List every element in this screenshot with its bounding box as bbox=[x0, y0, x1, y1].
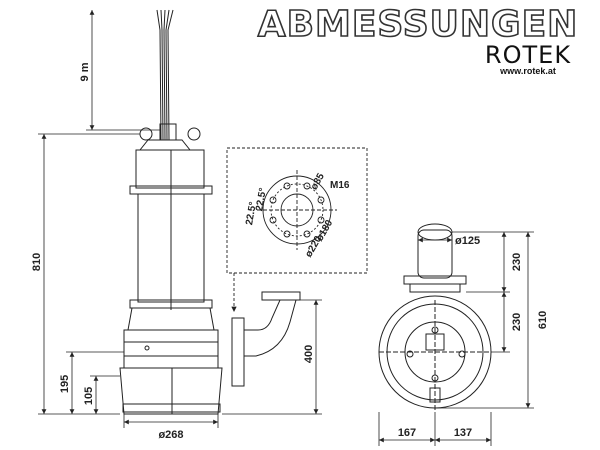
dim-cable-length: 9 m bbox=[79, 62, 91, 81]
flange-detail bbox=[226, 147, 368, 312]
dim-height-400: 400 bbox=[303, 345, 315, 363]
pump-front-view bbox=[378, 223, 492, 412]
flange-hole-diameter: ø85 bbox=[309, 171, 327, 192]
dim-height-105: 105 bbox=[83, 387, 95, 405]
dim-height-195: 195 bbox=[59, 375, 71, 393]
pump-side-view bbox=[119, 9, 301, 415]
brand-logo: ROTEK bbox=[485, 41, 571, 69]
dim-height-610: 610 bbox=[537, 311, 549, 329]
brand-url: www.rotek.at bbox=[499, 66, 556, 76]
flange-angle-1: 22.5° bbox=[244, 201, 259, 226]
dim-base-diameter: ø268 bbox=[158, 429, 183, 441]
dim-width-167: 167 bbox=[398, 427, 416, 439]
dim-width-137: 137 bbox=[454, 427, 472, 439]
flange-angle-2: 22.5° bbox=[254, 187, 269, 212]
flange-thread: M16 bbox=[330, 180, 350, 191]
front-dimension-lines bbox=[378, 231, 534, 446]
side-dimension-lines bbox=[38, 10, 322, 428]
dim-height-230-bottom: 230 bbox=[511, 313, 523, 331]
dim-total-height: 810 bbox=[31, 253, 43, 271]
page-title: ABMESSUNGEN bbox=[258, 4, 579, 45]
dim-pipe-diameter: ø125 bbox=[455, 235, 480, 247]
dim-height-230-top: 230 bbox=[511, 253, 523, 271]
